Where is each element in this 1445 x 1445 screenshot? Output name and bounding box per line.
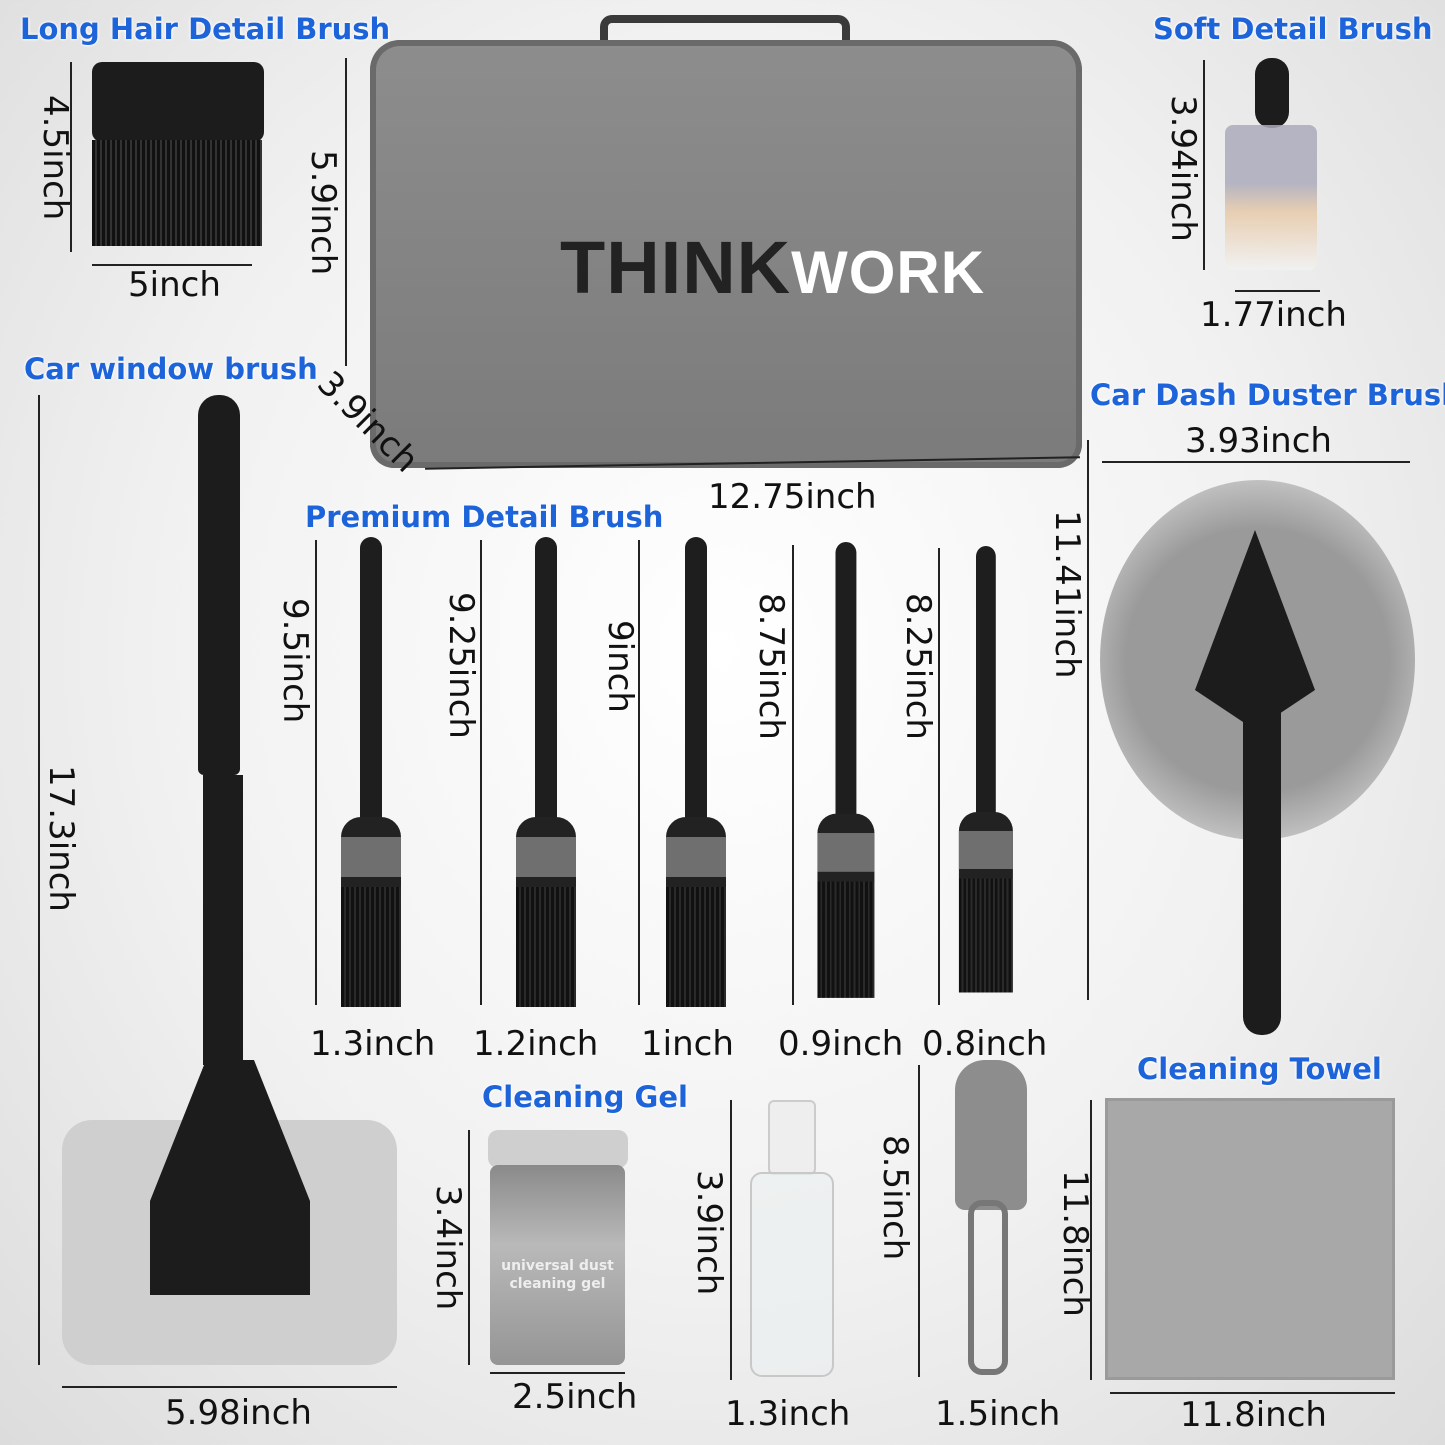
soft-detail-title: Soft Detail Brush xyxy=(1153,12,1433,46)
gel-height: 3.4inch xyxy=(428,1185,468,1311)
vent-width: 1.5inch xyxy=(935,1394,1061,1434)
dim-line xyxy=(490,1372,625,1374)
soft-brush-head xyxy=(1225,125,1317,270)
dim-line xyxy=(1110,1392,1395,1394)
duster-title: Car Dash Duster Brush xyxy=(1090,378,1445,412)
premium-brush-5 xyxy=(954,546,1017,1002)
brush5-width: 0.8inch xyxy=(922,1024,1048,1064)
brush2-width: 1.2inch xyxy=(473,1024,599,1064)
towel xyxy=(1105,1098,1395,1380)
soft-detail-width: 1.77inch xyxy=(1200,295,1347,335)
gel-label-line2: cleaning gel xyxy=(509,1276,606,1292)
window-width: 5.98inch xyxy=(165,1393,312,1433)
bag-width-label: 12.75inch xyxy=(708,477,877,517)
bag-height-label: 5.9inch xyxy=(303,150,343,276)
gel-jar: universal dust cleaning gel xyxy=(490,1165,625,1365)
spray-bottle xyxy=(750,1172,834,1377)
gel-lid xyxy=(488,1130,628,1168)
dim-line xyxy=(468,1130,470,1365)
dim-line xyxy=(70,62,72,252)
storage-bag xyxy=(370,40,1082,468)
brush1-length: 9.5inch xyxy=(275,598,315,724)
spray-width: 1.3inch xyxy=(725,1394,851,1434)
window-brush-title: Car window brush xyxy=(24,352,318,386)
premium-brush-4 xyxy=(812,542,879,1008)
spray-height: 3.9inch xyxy=(689,1170,729,1296)
premium-brush-1 xyxy=(335,537,405,1017)
premium-brush-2 xyxy=(510,537,580,1017)
towel-width: 11.8inch xyxy=(1180,1395,1327,1435)
dim-line xyxy=(1090,1100,1092,1380)
brush4-width: 0.9inch xyxy=(778,1024,904,1064)
dim-line xyxy=(345,58,347,366)
dim-line xyxy=(1203,60,1205,270)
brush5-length: 8.25inch xyxy=(898,593,938,740)
long-hair-brush xyxy=(92,62,264,142)
window-brush-shaft xyxy=(203,775,243,1065)
soft-brush-handle xyxy=(1255,58,1289,128)
dim-line xyxy=(62,1386,397,1388)
dim-line xyxy=(1087,440,1089,1000)
dim-line xyxy=(1102,461,1410,463)
window-brush-handle xyxy=(198,395,240,775)
dim-line xyxy=(38,395,40,1365)
gel-label: universal dust cleaning gel xyxy=(490,1257,625,1293)
spray-cap xyxy=(768,1100,816,1175)
dim-line xyxy=(730,1100,732,1380)
vent-height: 8.5inch xyxy=(875,1135,915,1261)
brush4-length: 8.75inch xyxy=(751,593,791,740)
brush3-width: 1inch xyxy=(641,1024,734,1064)
dim-line xyxy=(638,540,640,1005)
dim-line xyxy=(92,264,252,266)
dim-line xyxy=(480,540,482,1005)
dim-line xyxy=(1235,290,1320,292)
gel-title: Cleaning Gel xyxy=(482,1080,688,1114)
duster-height: 11.41inch xyxy=(1047,510,1087,679)
long-hair-title: Long Hair Detail Brush xyxy=(20,12,391,46)
window-height: 17.3inch xyxy=(41,765,81,912)
vent-brush-handle xyxy=(968,1200,1008,1375)
brush3-length: 9inch xyxy=(600,620,640,713)
brush2-length: 9.25inch xyxy=(441,592,481,739)
brand-logo: THINKWORK xyxy=(560,226,986,309)
long-hair-height: 4.5inch xyxy=(35,95,75,221)
duster-width: 3.93inch xyxy=(1185,421,1332,461)
dim-line xyxy=(938,548,940,1005)
long-hair-width: 5inch xyxy=(128,265,221,305)
premium-title: Premium Detail Brush xyxy=(305,500,664,534)
long-hair-bristles xyxy=(92,140,262,246)
duster-handle xyxy=(1243,650,1281,1035)
soft-detail-height: 3.94inch xyxy=(1163,95,1203,242)
gel-label-line1: universal dust xyxy=(501,1258,614,1274)
towel-height: 11.8inch xyxy=(1055,1170,1095,1317)
vent-brush-head xyxy=(955,1060,1027,1210)
towel-title: Cleaning Towel xyxy=(1137,1052,1382,1086)
dim-line xyxy=(792,545,794,1005)
dim-line xyxy=(918,1065,920,1377)
gel-width: 2.5inch xyxy=(512,1377,638,1417)
brush1-width: 1.3inch xyxy=(310,1024,436,1064)
window-brush-head xyxy=(150,1060,310,1295)
premium-brush-3 xyxy=(660,537,730,1017)
bag-handle xyxy=(600,15,850,60)
dim-line xyxy=(315,540,317,1005)
